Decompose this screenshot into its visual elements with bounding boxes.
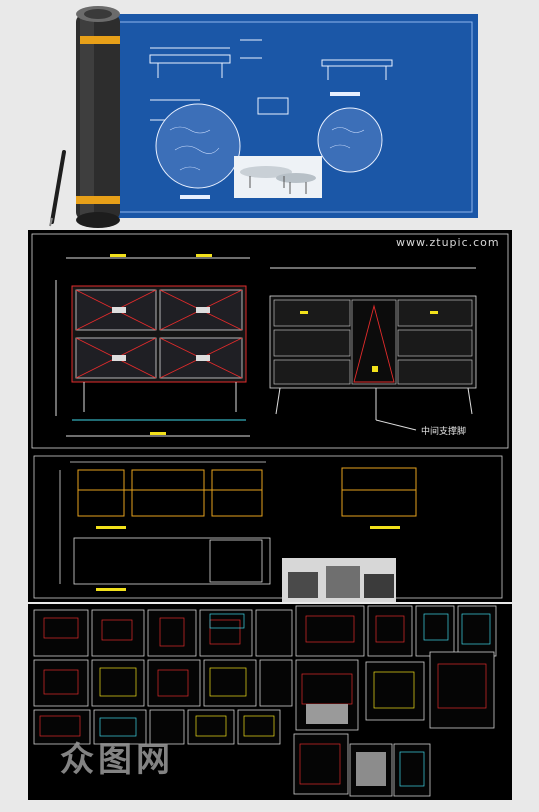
blueprint-sheet — [100, 14, 478, 218]
drawing-callout-label: 中间支撑脚 — [421, 427, 467, 437]
pen-decoration — [49, 150, 66, 227]
cad-sheet-front-elevation — [28, 230, 512, 452]
paper-roll — [76, 6, 120, 228]
cad-sheet-side-cabinet — [28, 452, 512, 602]
cad-thumbnail-grid — [28, 604, 512, 800]
watermark-site-url: www.ztupic.com — [396, 236, 500, 249]
watermark-brand-logo: 众图网 — [60, 740, 174, 780]
